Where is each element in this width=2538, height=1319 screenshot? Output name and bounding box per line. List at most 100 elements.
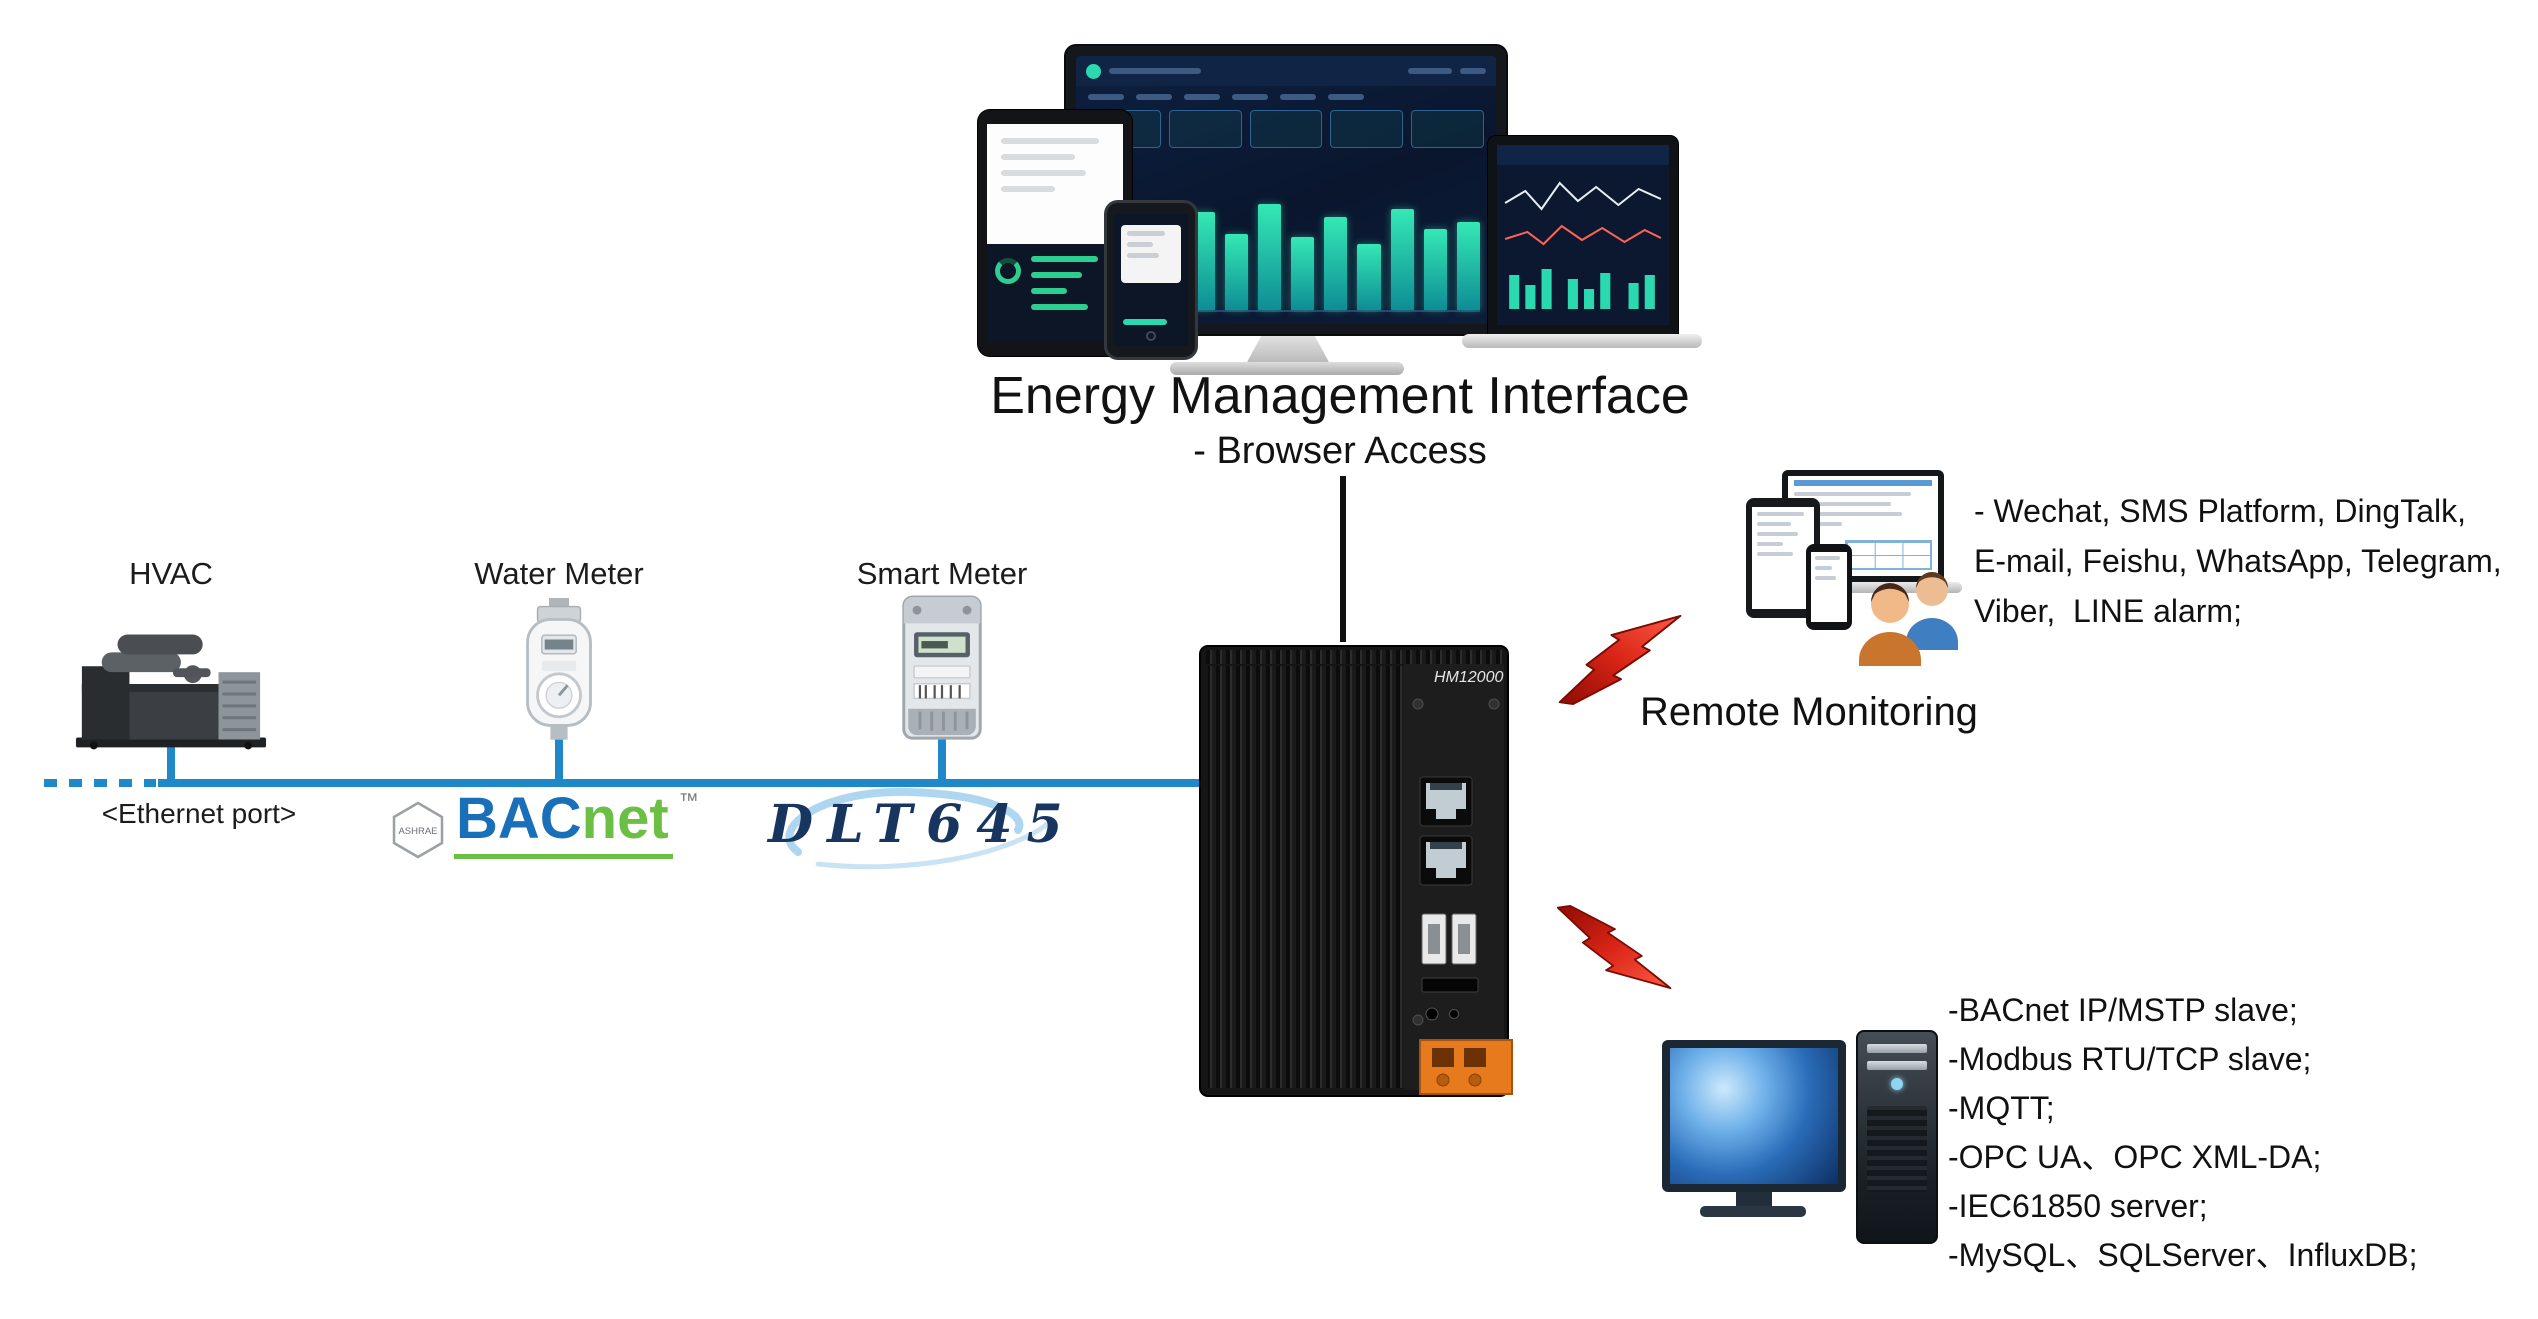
skeleton-line: [1757, 542, 1783, 546]
skeleton-line: [1109, 68, 1201, 74]
desktop-tower: [1856, 1030, 1938, 1244]
progress-bar: [1122, 318, 1168, 325]
ethernet-port-label: <Ethernet port>: [101, 798, 297, 829]
skeleton-line: [1815, 576, 1836, 580]
desktop-monitor-neck: [1736, 1192, 1772, 1206]
skeleton-line: [1757, 512, 1804, 516]
skeleton-line: [1794, 502, 1891, 506]
dlt645-swoosh-icon: [785, 787, 1053, 870]
hvac-chiller-image: [75, 634, 267, 750]
phone-home-button: [1146, 330, 1156, 341]
ethernet-port-1: [1419, 776, 1473, 827]
alarm-channels-text: - Wechat, SMS Platform, DingTalk, E-mail…: [1974, 486, 2502, 636]
phone-screen: [1114, 214, 1188, 346]
skeleton-line: [1088, 94, 1124, 100]
smart-meter-drop-line: [938, 732, 946, 780]
kpi-row: [1076, 102, 1496, 152]
protocol-line: -IEC61850 server;: [1948, 1188, 2208, 1224]
skeleton-line: [1408, 68, 1452, 74]
gateway-device: HM12000: [1199, 645, 1513, 1097]
kpi-card: [1168, 110, 1242, 148]
tower-vents: [1867, 1106, 1927, 1192]
kpi-card: [1411, 110, 1484, 148]
remote-phone-screen: [1811, 552, 1847, 622]
skeleton-line: [1127, 252, 1159, 258]
protocols-text: -BACnet IP/MSTP slave; -Modbus RTU/TCP s…: [1948, 986, 2417, 1280]
alarm-line: E-mail, Feishu, WhatsApp, Telegram,: [1974, 543, 2502, 579]
power-button: [1891, 1078, 1903, 1090]
bus-line: [158, 779, 1202, 787]
laptop-base: [1462, 334, 1702, 348]
water-meter-label: Water Meter: [474, 556, 644, 591]
skeleton-line: [1000, 170, 1087, 176]
skeleton-line: [1328, 94, 1364, 100]
reset-button: [1425, 1007, 1439, 1021]
dashboard-nav: [1076, 86, 1496, 102]
protocol-line: -BACnet IP/MSTP slave;: [1948, 992, 2298, 1028]
tablet-screen: [987, 124, 1123, 342]
phone-card: [1121, 224, 1181, 283]
power-terminal-block: [1419, 1039, 1513, 1095]
protocol-line: -MySQL、SQLServer、InfluxDB;: [1948, 1237, 2418, 1273]
skeleton-header: [1794, 480, 1932, 486]
bacnet-net-text: net: [581, 786, 669, 851]
donut-chart: [995, 257, 1021, 284]
progress-bar: [1031, 255, 1099, 262]
skeleton-line: [1280, 94, 1316, 100]
progress-bar: [1031, 287, 1068, 294]
ashrae-text: ASHRAE: [398, 826, 437, 837]
skeleton-line: [1815, 556, 1841, 560]
trademark-symbol: ™: [678, 790, 699, 812]
remote-phone: [1806, 544, 1852, 630]
desktop-monitor-base: [1700, 1206, 1806, 1217]
led-indicator: [1449, 1009, 1459, 1019]
desktop-monitor: [1662, 1040, 1846, 1192]
diagram-subtitle: - Browser Access: [1193, 430, 1487, 472]
ethernet-port-2: [1419, 835, 1473, 886]
operators-icon: [1859, 572, 1958, 666]
dlt645-logo: DLT645: [758, 782, 1068, 874]
dashboard-tablet: [978, 110, 1132, 356]
smart-meter-label: Smart Meter: [856, 556, 1028, 591]
skeleton-line: [1757, 552, 1794, 556]
remote-monitoring-label: Remote Monitoring: [1640, 690, 1978, 734]
tablet-chart-panel: [987, 243, 1123, 342]
wireless-bolt-bottom-icon: [1556, 904, 1672, 990]
skeleton-line: [1232, 94, 1268, 100]
mini-table: [1845, 540, 1932, 570]
kpi-card: [1249, 110, 1323, 148]
monitor-screen: [1076, 56, 1496, 324]
skeleton-line: [1460, 68, 1486, 74]
wireless-bolt-top-icon: [1558, 614, 1682, 706]
protocol-line: -OPC UA、OPC XML-DA;: [1948, 1139, 2322, 1175]
desktop-screen: [1670, 1048, 1838, 1184]
bacnet-wordmark: BACnet: [454, 790, 673, 859]
skeleton-line: [1757, 522, 1791, 526]
laptop-chart-graphic: [1497, 145, 1669, 309]
usb-ports: [1421, 913, 1477, 965]
skeleton-line: [1127, 230, 1166, 236]
drive-bay: [1867, 1044, 1927, 1053]
ashrae-hexagon-icon: ASHRAE: [392, 801, 444, 859]
bacnet-logo: ASHRAE BACnet ™: [392, 790, 699, 859]
remote-devices-cluster: [1746, 470, 1974, 668]
skeleton-line: [1136, 94, 1172, 100]
laptop-screen: [1497, 145, 1669, 325]
hvac-drop-line: [167, 740, 175, 780]
dashboard-laptop: [1488, 136, 1678, 334]
skeleton-line: [1184, 94, 1220, 100]
skeleton-line: [1000, 138, 1099, 144]
remote-laptop-base: [1760, 582, 1962, 593]
kpi-card: [1330, 110, 1404, 148]
water-meter-drop-line: [555, 736, 563, 780]
alarm-line: - Wechat, SMS Platform, DingTalk,: [1974, 493, 2466, 529]
dashboard-phone: [1104, 200, 1198, 360]
remote-tablet-screen: [1752, 507, 1814, 609]
skeleton-line: [1757, 532, 1798, 536]
bus-line-dotted: [44, 779, 156, 787]
skeleton-line: [1794, 512, 1902, 516]
monitor-stand-base: [1170, 362, 1404, 375]
hvac-label: HVAC: [129, 556, 213, 591]
dashboard-header: [1076, 56, 1496, 86]
